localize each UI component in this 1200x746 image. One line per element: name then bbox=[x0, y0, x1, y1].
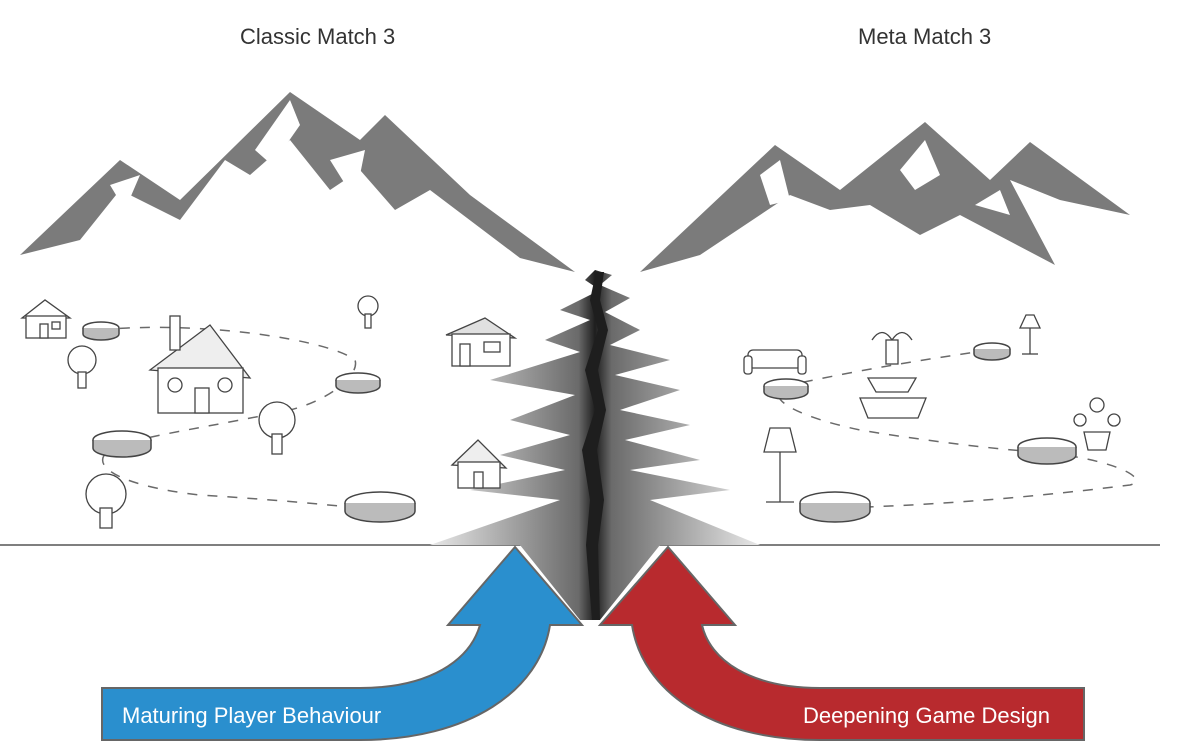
level-node bbox=[335, 372, 381, 394]
deepening-game-design-label: Deepening Game Design bbox=[803, 703, 1050, 728]
level-node bbox=[82, 321, 120, 341]
tree-icon bbox=[258, 401, 296, 455]
cottage-house-icon bbox=[148, 315, 252, 414]
level-node bbox=[799, 491, 871, 523]
table-lamp-icon bbox=[763, 427, 797, 503]
left-level-path bbox=[99, 326, 381, 511]
maturing-player-behaviour-label: Maturing Player Behaviour bbox=[122, 703, 381, 728]
level-node bbox=[344, 491, 416, 523]
sofa-icon bbox=[743, 349, 807, 375]
meta-match-3-heading: Meta Match 3 bbox=[858, 24, 992, 49]
level-node bbox=[1017, 437, 1077, 465]
level-node bbox=[763, 378, 809, 400]
flower-pot-icon bbox=[1073, 397, 1121, 451]
tree-icon bbox=[67, 345, 97, 389]
left-mountains bbox=[20, 92, 575, 272]
left-level-nodes bbox=[82, 321, 416, 523]
floor-lamp-icon bbox=[1018, 314, 1042, 355]
deepening-game-design-arrow: Deepening Game Design bbox=[597, 545, 1085, 741]
ground-crack bbox=[430, 270, 760, 620]
level-node bbox=[92, 430, 152, 458]
tree-icon bbox=[357, 295, 379, 329]
right-mountains bbox=[640, 122, 1130, 272]
small-cottage-icon bbox=[450, 439, 508, 489]
house-icon bbox=[445, 317, 518, 367]
level-node bbox=[973, 342, 1011, 361]
maturing-player-behaviour-arrow: Maturing Player Behaviour bbox=[101, 545, 585, 741]
right-level-path bbox=[777, 349, 1137, 509]
right-level-nodes bbox=[763, 342, 1077, 523]
tree-icon bbox=[85, 473, 127, 529]
classic-match-3-heading: Classic Match 3 bbox=[240, 24, 396, 49]
small-house-icon bbox=[20, 299, 73, 339]
fountain-icon bbox=[859, 331, 927, 419]
